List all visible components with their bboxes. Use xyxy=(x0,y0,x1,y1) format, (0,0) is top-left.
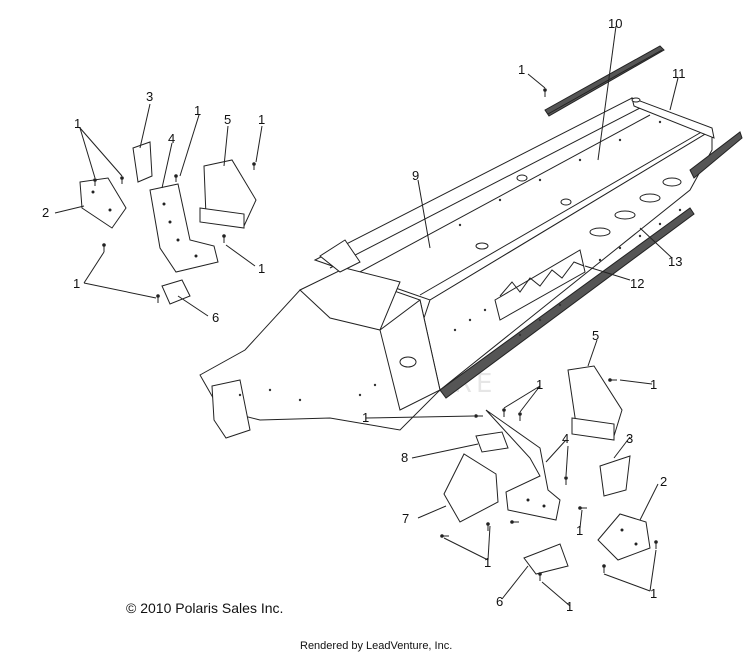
leader-lines xyxy=(54,25,679,607)
part-10-bar xyxy=(544,45,665,117)
callout-1: 1 xyxy=(73,276,80,291)
callout-6: 6 xyxy=(496,594,503,609)
callout-1: 1 xyxy=(650,586,657,601)
callout-1: 1 xyxy=(576,523,583,538)
callout-1: 1 xyxy=(536,377,543,392)
callout-10: 10 xyxy=(608,16,622,31)
callout-1: 1 xyxy=(650,377,657,392)
callout-4: 4 xyxy=(168,131,175,146)
callout-9: 9 xyxy=(412,168,419,183)
callout-1: 1 xyxy=(74,116,81,131)
callout-8: 8 xyxy=(401,450,408,465)
callout-3: 3 xyxy=(626,431,633,446)
callout-5: 5 xyxy=(592,328,599,343)
right-bracket-parts xyxy=(440,365,658,581)
rendered-by-text: Rendered by LeadVenture, Inc. xyxy=(300,640,452,652)
chassis-frame xyxy=(199,97,743,439)
callout-7: 7 xyxy=(402,511,409,526)
callout-2: 2 xyxy=(42,205,49,220)
callout-1: 1 xyxy=(518,62,525,77)
callout-4: 4 xyxy=(562,431,569,446)
callout-3: 3 xyxy=(146,89,153,104)
callout-2: 2 xyxy=(660,474,667,489)
callout-13: 13 xyxy=(668,254,682,269)
callout-1: 1 xyxy=(484,555,491,570)
left-bracket-parts xyxy=(79,88,547,305)
callout-11: 11 xyxy=(672,66,686,81)
callout-1: 1 xyxy=(194,103,201,118)
callout-1: 1 xyxy=(566,599,573,614)
callout-5: 5 xyxy=(224,112,231,127)
callout-1: 1 xyxy=(362,410,369,425)
copyright-text: © 2010 Polaris Sales Inc. xyxy=(126,600,283,616)
callout-12: 12 xyxy=(630,276,644,291)
callout-6: 6 xyxy=(212,310,219,325)
callout-1: 1 xyxy=(258,112,265,127)
callout-labels: 1 3 1 5 1 4 2 1 1 6 10 1 11 9 12 13 5 1 … xyxy=(42,16,686,614)
callout-1: 1 xyxy=(258,261,265,276)
